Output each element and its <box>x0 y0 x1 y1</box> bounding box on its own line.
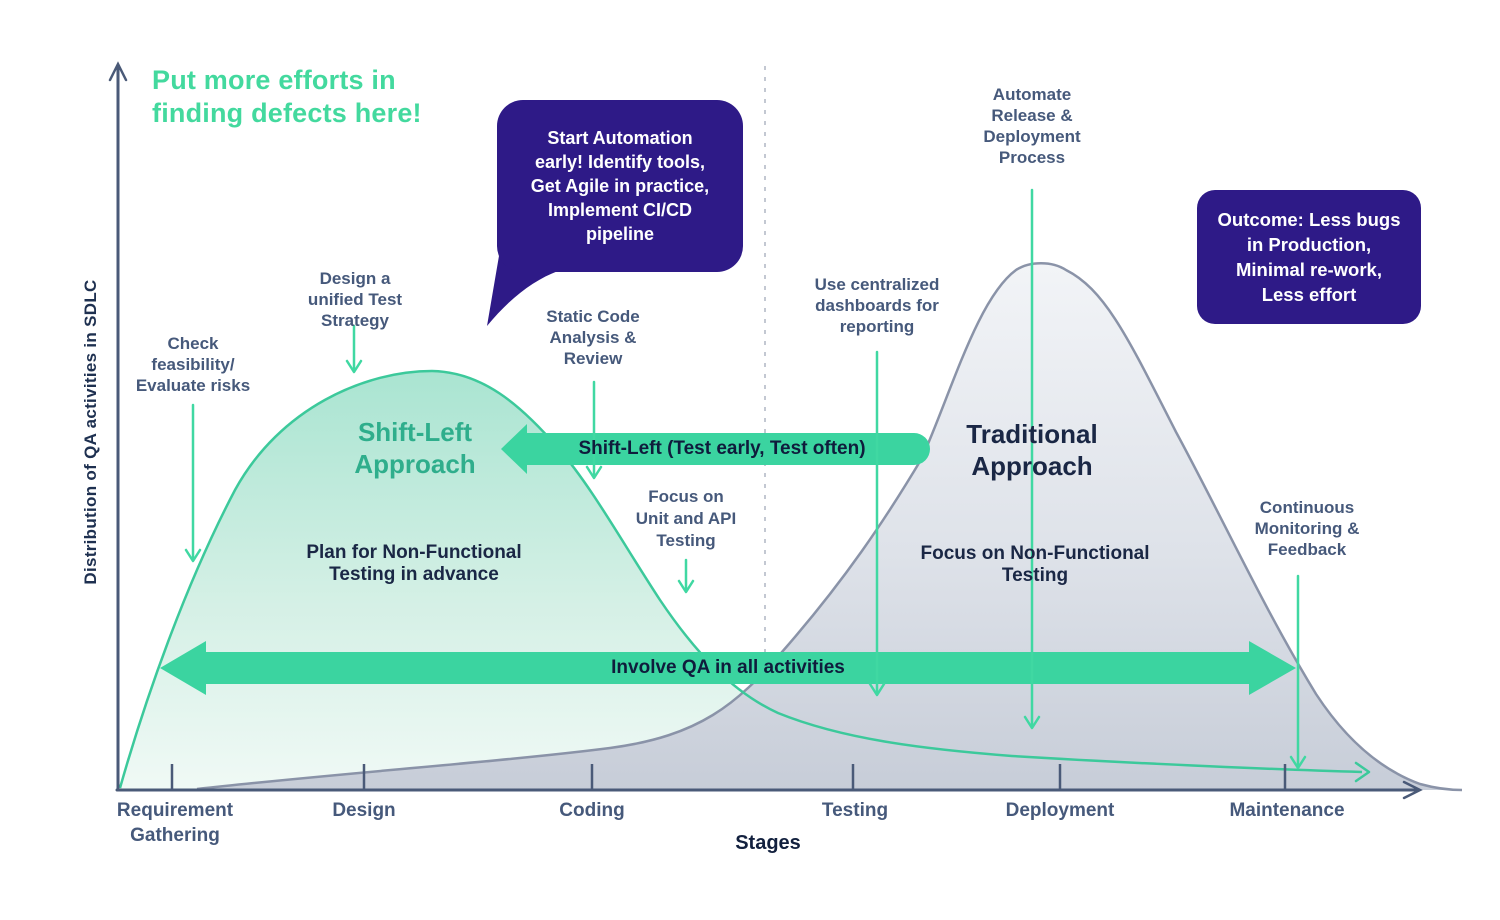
stage-label-deployment: Deployment <box>1005 800 1115 821</box>
annotation-focus-unit-api: Focus on Unit and API Testing <box>635 487 737 550</box>
shift-left-curve-fill <box>120 371 1360 789</box>
stage-label-testing: Testing <box>821 800 889 821</box>
shift-left-curve-line <box>118 369 1363 789</box>
stage-label-maintenance: Maintenance <box>1229 800 1345 821</box>
involve-qa-band-label: Involve QA in all activities <box>611 657 845 678</box>
annotation-arrows <box>184 188 1307 770</box>
outcome-box: Outcome: Less bugs in Production, Minima… <box>1197 190 1421 324</box>
arrowhead-icon <box>677 579 695 594</box>
arrowhead-icon <box>868 682 886 697</box>
arrowhead-icon <box>345 359 363 374</box>
y-axis-arrowhead-icon <box>108 61 128 82</box>
annotation-use-dashboards: Use centralized dashboards for reporting <box>814 275 940 336</box>
shift-left-band-label: Shift-Left (Test early, Test often) <box>578 438 866 459</box>
annotation-design-test-strategy: Design a unified Test Strategy <box>307 269 403 330</box>
arrowhead-icon <box>184 548 202 563</box>
annotation-static-code-analysis: Static Code Analysis & Review <box>546 307 640 368</box>
annotation-focus-non-functional: Focus on Non-Functional Testing <box>920 543 1150 586</box>
page-title: Put more efforts in finding defects here… <box>152 65 422 128</box>
x-axis-title: Stages <box>735 832 801 854</box>
y-axis-label: Distribution of QA activities in SDLC <box>81 279 100 585</box>
annotation-plan-non-functional: Plan for Non-Functional Testing in advan… <box>306 542 522 585</box>
axes <box>108 61 1423 800</box>
shift-left-tail-arrowhead-icon <box>1354 761 1371 783</box>
involve-qa-band-arrow <box>160 641 1296 695</box>
annotation-continuous-monitoring: Continuous Monitoring & Feedback <box>1254 498 1360 559</box>
x-axis-arrowhead-icon <box>1402 780 1423 800</box>
traditional-curve-line <box>196 262 1463 792</box>
annotation-check-feasibility: Check feasibility/ Evaluate risks <box>135 334 251 395</box>
arrowhead-icon <box>585 465 603 480</box>
annotation-automate-release: Automate Release & Deployment Process <box>983 85 1081 167</box>
stage-label-design: Design <box>332 800 396 821</box>
automation-speech-bubble: Start Automation early! Identify tools, … <box>497 100 743 272</box>
traditional-approach-title: Traditional Approach <box>966 419 1098 481</box>
arrowhead-icon <box>1289 755 1307 770</box>
x-axis-ticks <box>170 764 1287 789</box>
arrowhead-icon <box>1023 715 1041 730</box>
shift-left-approach-title: Shift-Left Approach <box>354 417 476 479</box>
shift-left-band-arrow <box>501 424 930 474</box>
stage-label-requirement-gathering: Requirement Gathering <box>116 800 234 846</box>
stage-label-coding: Coding <box>559 800 625 821</box>
